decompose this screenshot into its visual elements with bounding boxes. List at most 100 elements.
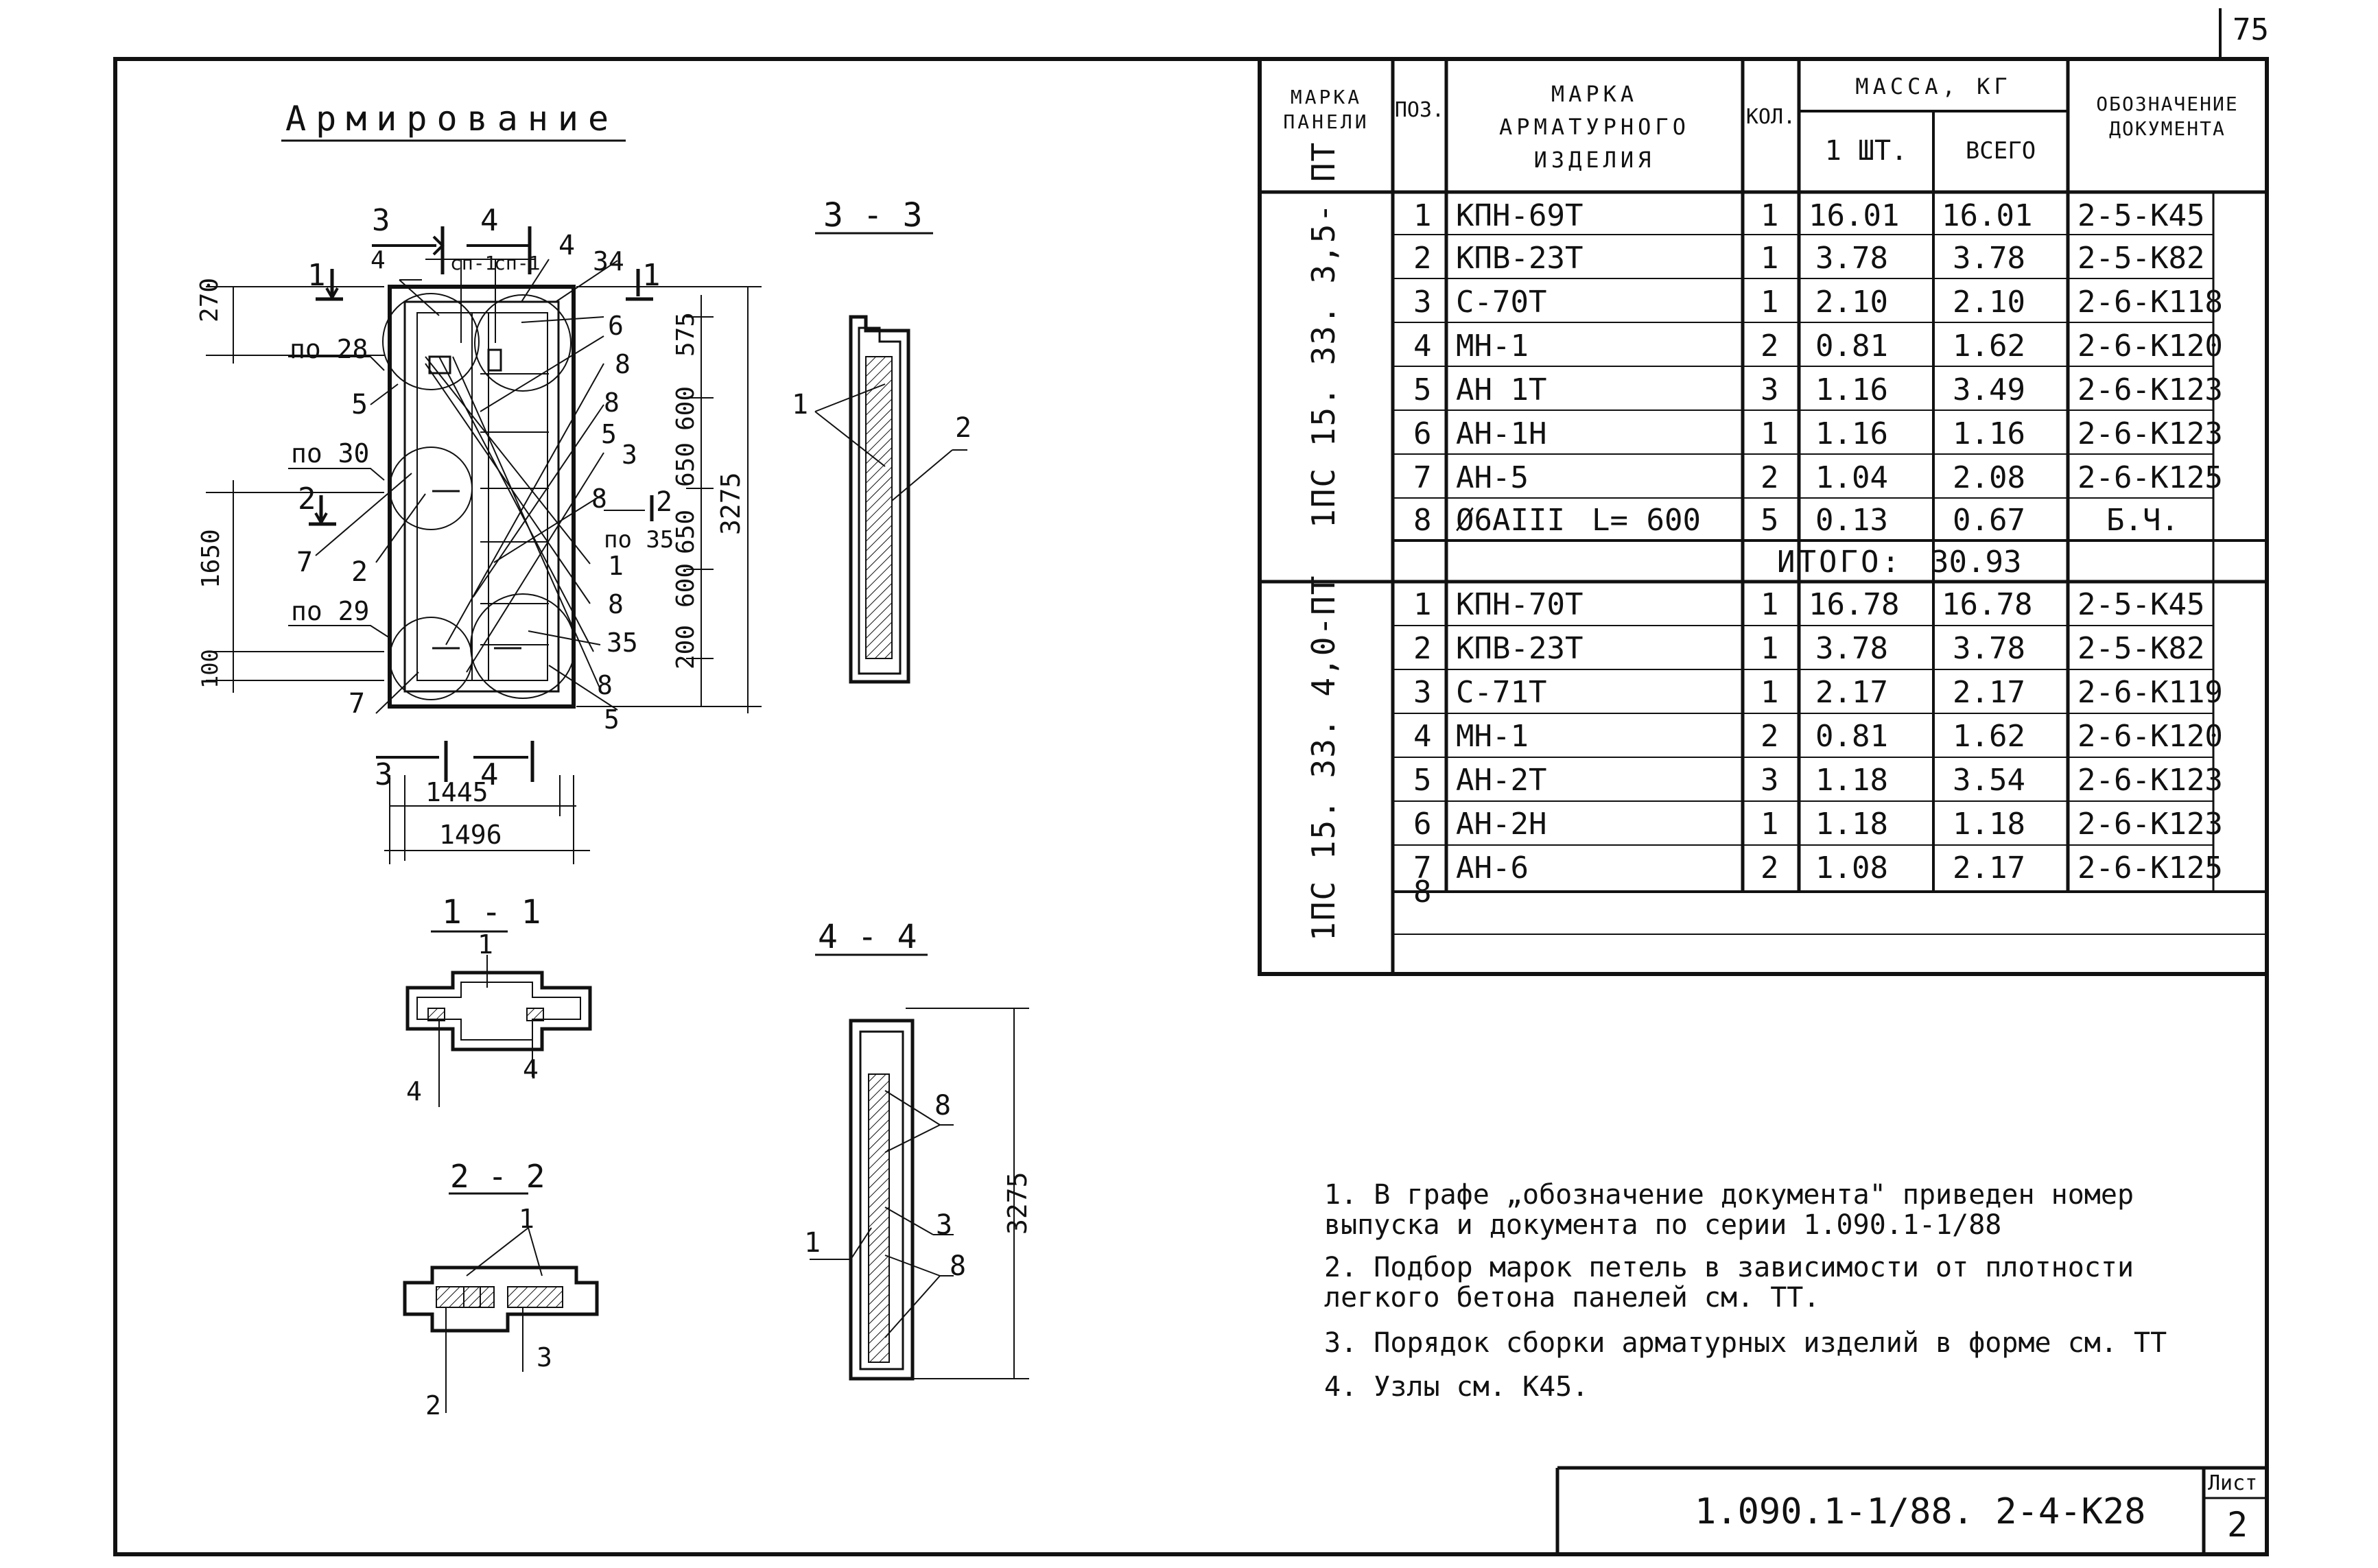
cell-item: С-70Т — [1456, 284, 1547, 320]
cell-total: 0.67 — [1953, 502, 2025, 538]
cell-pos: 8 — [1413, 502, 1432, 538]
cell-qty: 1 — [1761, 674, 1779, 710]
section-1-1-drawing — [405, 930, 592, 1107]
cell-doc: 2-6-К118 — [2077, 284, 2223, 320]
cell-doc: 2-5-К82 — [2077, 240, 2205, 276]
note-4: 4. Узлы см. К45. — [1324, 1371, 1589, 1403]
panel-name-2: 1ПС 15. 33. 4,0-ПТ — [1305, 574, 1342, 942]
cell-item: МН-1 — [1456, 328, 1529, 364]
cell-qty: 1 — [1761, 284, 1779, 320]
plan-pos-5c: 5 — [604, 704, 620, 735]
cell-total: 1.16 — [1953, 416, 2025, 451]
cell-item: АН-2Н — [1456, 806, 1547, 842]
cell-unit: 3.78 — [1815, 240, 1888, 276]
plan-label-po35: по 35 — [604, 526, 674, 554]
plan-sp1-a: сп-1 — [450, 252, 497, 274]
cell-qty: 1 — [1761, 806, 1779, 842]
note-3: 3. Порядок сборки арматурных изделий в ф… — [1324, 1327, 2167, 1359]
plan-pos-3: 3 — [622, 440, 637, 470]
total-value: 30.93 — [1931, 544, 2022, 580]
cell-item: Ø6АIII — [1456, 502, 1565, 538]
header-mass-total: ВСЕГО — [1965, 137, 2036, 165]
header-panel: МАРКА ПАНЕЛИ — [1283, 85, 1369, 133]
cell-qty: 1 — [1761, 198, 1779, 233]
cell-item: С-71Т — [1456, 674, 1547, 710]
cell-unit: 3.78 — [1815, 630, 1888, 666]
header-mass-unit: 1 ШТ. — [1824, 135, 1908, 167]
section-4-4-pos-8b: 8 — [950, 1250, 967, 1282]
cell-total: 1.62 — [1953, 718, 2025, 754]
plan-dim-600a: 600 — [672, 385, 700, 431]
cell-unit: 1.16 — [1815, 416, 1888, 451]
cell-unit: 0.13 — [1815, 502, 1888, 538]
plan-pos-8a: 8 — [615, 349, 631, 379]
cell-pos: 2 — [1413, 630, 1432, 666]
cell-unit: 0.81 — [1815, 718, 1888, 754]
cell-doc: 2-6-К125 — [2077, 850, 2223, 886]
section-2-2-drawing — [403, 1192, 599, 1413]
section-1-1-pos-4a: 4 — [406, 1076, 422, 1106]
plan-dim-575: 575 — [672, 311, 700, 357]
cell-unit: 1.18 — [1815, 762, 1888, 798]
page-number: 75 — [2233, 12, 2269, 47]
cell-doc: 2-6-К123 — [2077, 372, 2223, 407]
section-4-4-pos-8a: 8 — [934, 1090, 952, 1121]
cell-qty: 1 — [1761, 416, 1779, 451]
cell-total: 3.54 — [1953, 762, 2025, 798]
cell-unit: 1.16 — [1815, 372, 1888, 407]
plan-pos-34: 34 — [593, 246, 624, 276]
cell-qty: 3 — [1761, 372, 1779, 407]
cell-pos: 3 — [1413, 284, 1432, 320]
plan-pos-35: 35 — [607, 628, 638, 658]
plan-pos-5b: 5 — [601, 419, 617, 449]
cell-qty: 1 — [1761, 630, 1779, 666]
cell-unit: 1.08 — [1815, 850, 1888, 886]
plan-cut-2-right: 2 — [656, 486, 673, 518]
sheet-number: 2 — [2227, 1505, 2248, 1545]
plan-pos-8c: 8 — [591, 484, 607, 514]
cell-qty: 1 — [1761, 240, 1779, 276]
plan-pos-7a: 7 — [296, 547, 314, 578]
cell-total: 2.17 — [1953, 674, 2025, 710]
cell-qty: 2 — [1761, 460, 1779, 495]
document-designation: 1.090.1-1/88. 2-4-К28 — [1695, 1491, 2146, 1532]
plan-pos-8b: 8 — [604, 388, 620, 418]
cell-item: АН-5 — [1456, 460, 1529, 495]
panel-name-1: 1ПС 15. 33. 3,5- ПТ — [1305, 141, 1342, 528]
cell-doc: 2-5-К45 — [2077, 198, 2205, 233]
cell-unit: 1.04 — [1815, 460, 1888, 495]
section-2-2-pos-2: 2 — [425, 1390, 441, 1421]
cell-doc: 2-6-К120 — [2077, 718, 2223, 754]
cell-item: АН-6 — [1456, 850, 1529, 886]
plan-pos-1: 1 — [608, 551, 624, 581]
plan-pos-8e: 8 — [597, 670, 613, 700]
section-2-2-title: 2 - 2 — [450, 1158, 545, 1195]
section-4-4-title: 4 - 4 — [818, 918, 917, 956]
plan-view — [206, 226, 762, 864]
cell-pos: 7 — [1413, 460, 1432, 495]
plan-sp1-b: сп-1 — [494, 252, 541, 274]
header-pos: ПОЗ. — [1394, 97, 1445, 122]
note-1: 1. В графе „обозначение документа" приве… — [1324, 1179, 2134, 1241]
cell-item: АН 1Т — [1456, 372, 1547, 407]
header-mass: МАССА, КГ — [1855, 73, 2012, 99]
plan-pos-5a: 5 — [351, 389, 368, 420]
cell-total: 16.78 — [1942, 586, 2033, 622]
cell-item: АН-1Н — [1456, 416, 1547, 451]
cell-total: 2.10 — [1953, 284, 2025, 320]
section-4-4-drawing — [810, 953, 1029, 1381]
cell-unit: 2.10 — [1815, 284, 1888, 320]
plan-dim-1496: 1496 — [439, 820, 502, 850]
cell-pos: 4 — [1413, 328, 1432, 364]
cell-pos: 6 — [1413, 806, 1432, 842]
plan-dim-270: 270 — [196, 277, 224, 322]
cell-pos: 5 — [1413, 762, 1432, 798]
title-block-frame — [1555, 1466, 2267, 1554]
cell-item: МН-1 — [1456, 718, 1529, 754]
cell-qty: 2 — [1761, 328, 1779, 364]
section-3-3-title: 3 - 3 — [823, 196, 923, 235]
header-doc: ОБОЗНАЧЕНИЕ ДОКУМЕНТА — [2096, 92, 2239, 140]
plan-dim-100: 100 — [197, 649, 223, 689]
plan-dim-600b: 600 — [672, 562, 700, 608]
